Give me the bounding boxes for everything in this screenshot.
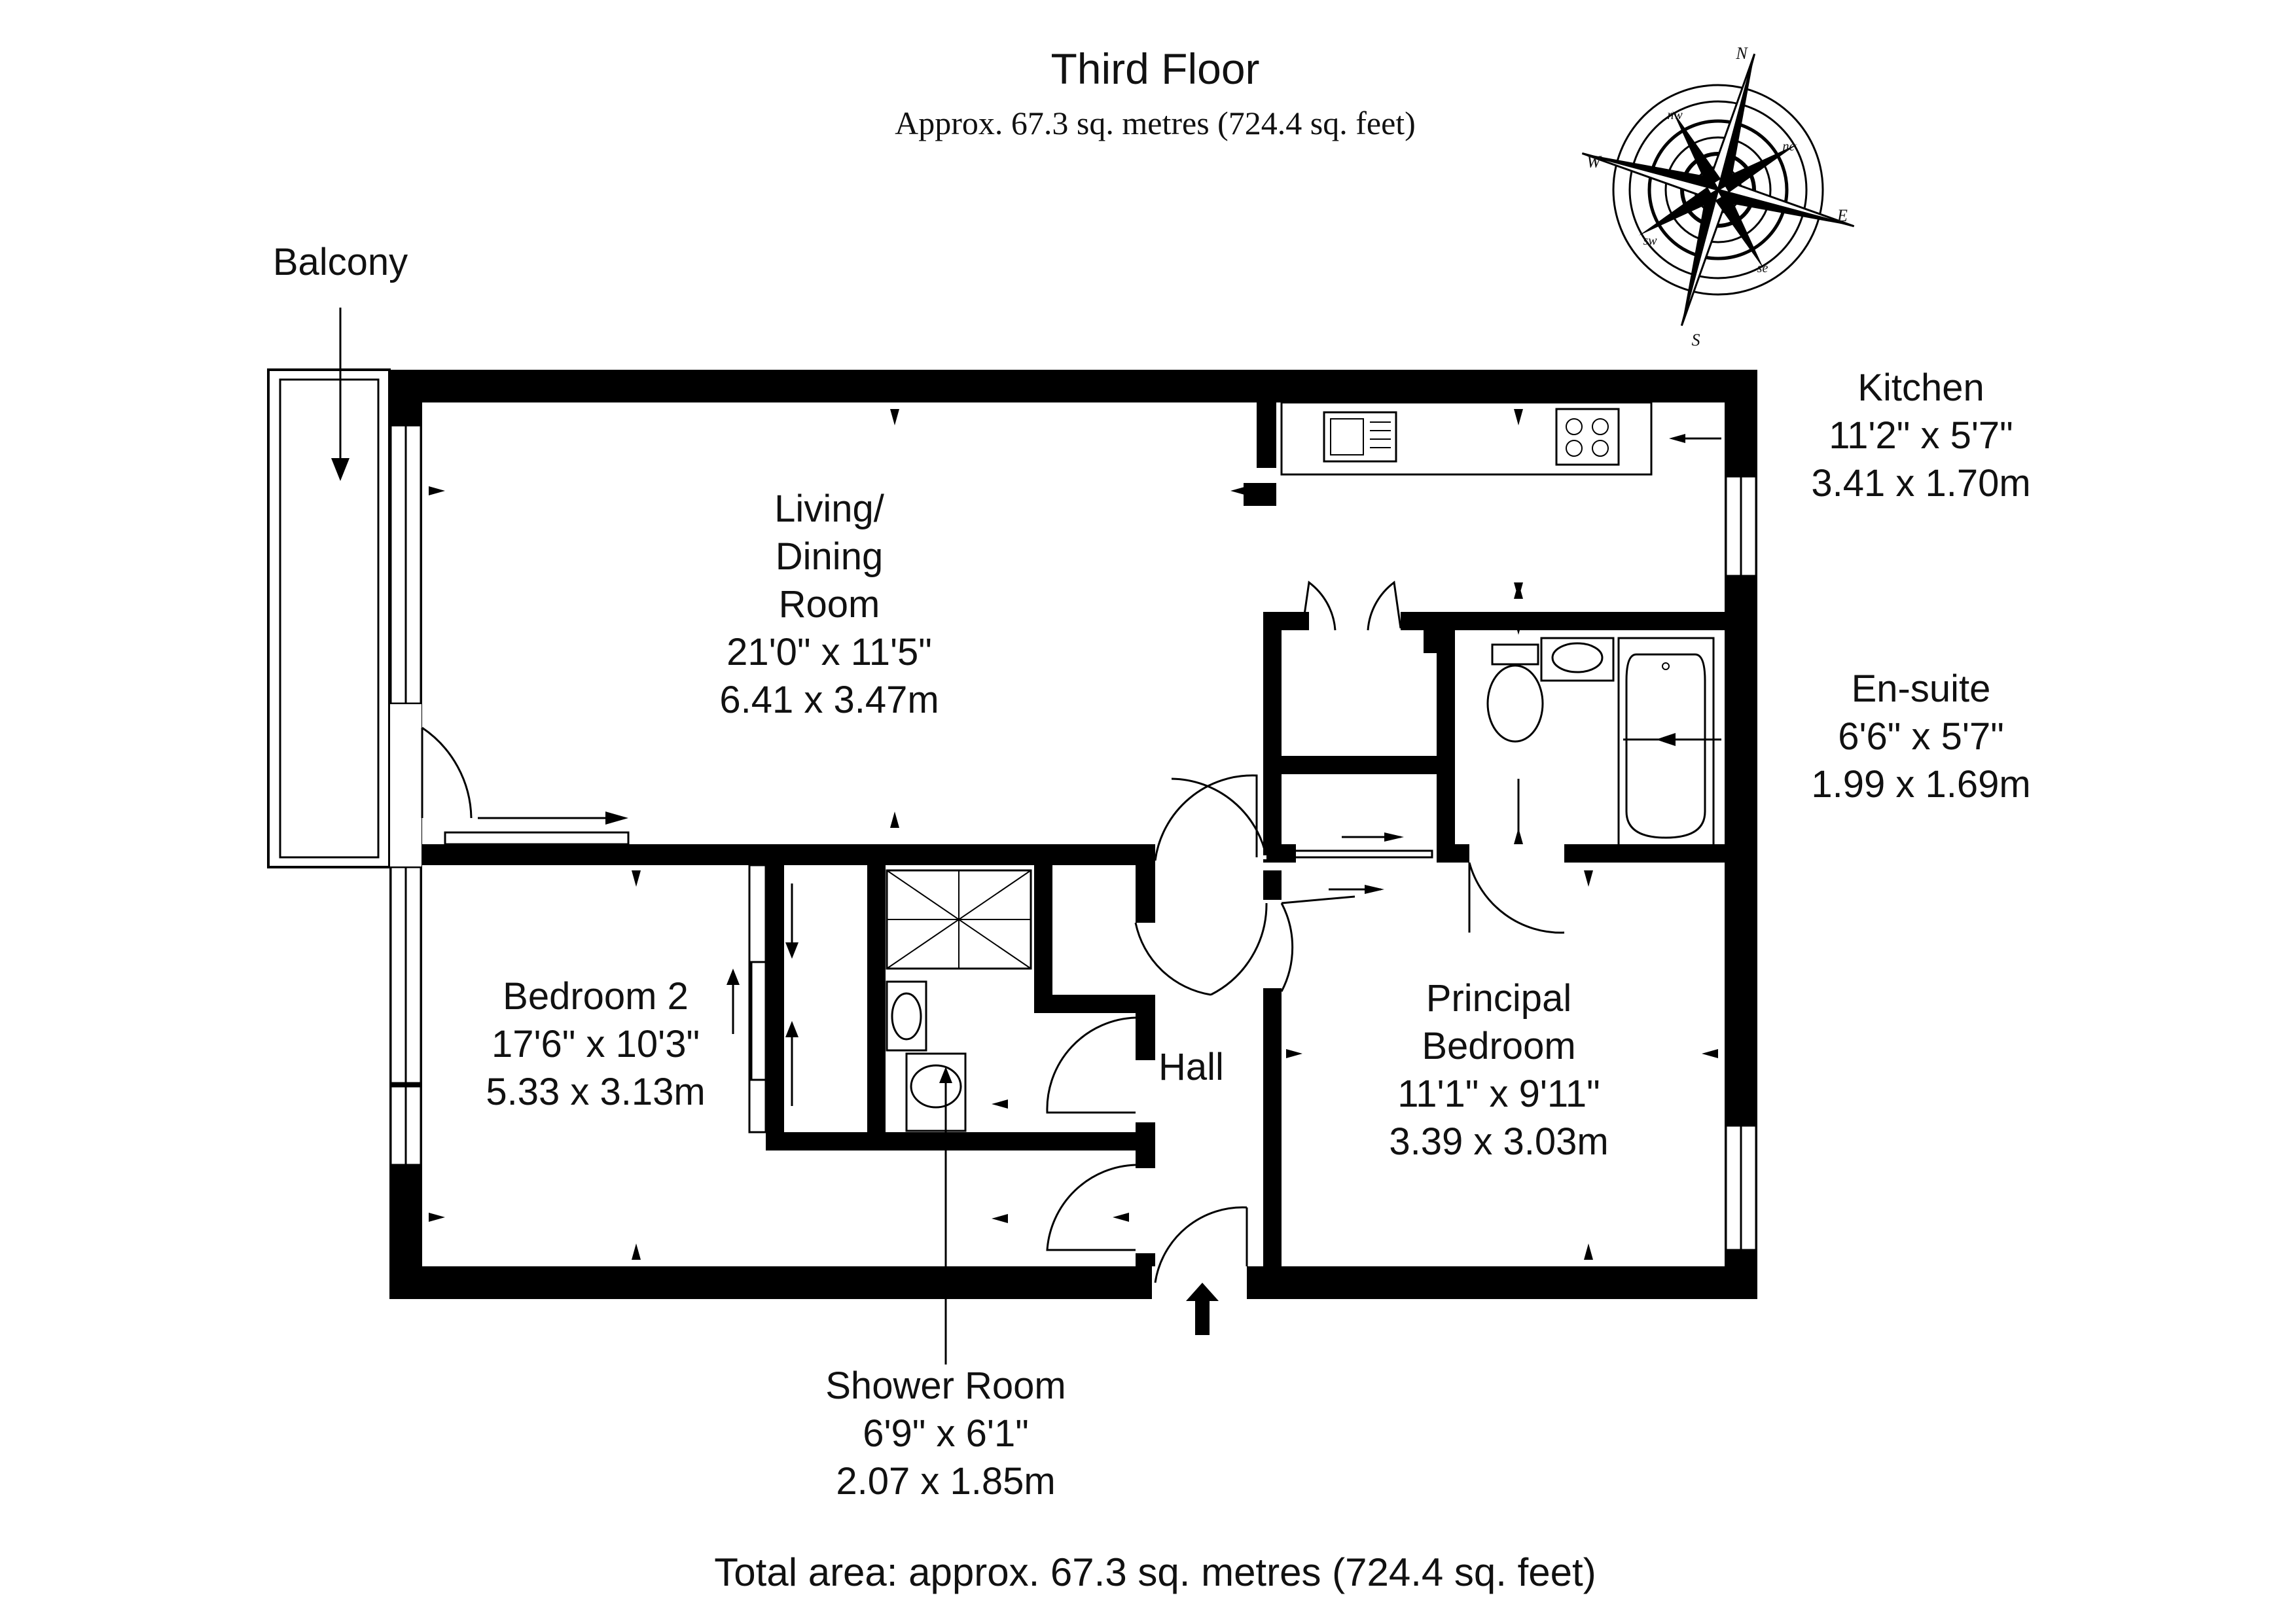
shower-room-name: Shower Room [825,1364,1066,1407]
hall-name: Hall [1158,1046,1224,1088]
living-room-name-line3: Room [779,583,880,626]
bedroom2-metric: 5.33 x 3.13m [486,1071,705,1113]
compass-ne-label: ne [1783,139,1795,154]
ensuite-fixtures [1486,637,1721,849]
balcony [267,308,391,868]
principal-bedroom-metric: 3.39 x 3.03m [1389,1120,1608,1163]
shower-room-imperial: 6'9" x 6'1" [863,1412,1029,1455]
compass-nw-label: nw [1667,108,1683,122]
internal-walls [422,402,1757,1266]
sliding-door [444,812,630,846]
compass-south-label: S [1692,330,1700,349]
plan-title: Third Floor [1050,45,1259,93]
total-area: Total area: approx. 67.3 sq. metres (724… [714,1550,1596,1594]
ensuite-imperial: 6'6" x 5'7" [1838,715,2004,758]
living-room-name-line2: Dining [776,535,883,578]
kitchen-name: Kitchen [1857,366,1984,409]
ensuite-metric: 1.99 x 1.69m [1811,763,2030,806]
bedroom2-imperial: 17'6" x 10'3" [492,1023,700,1065]
compass-icon: N E S W nw ne sw se [1581,44,1855,349]
kitchen-metric: 3.41 x 1.70m [1811,462,2030,505]
balcony-label: Balcony [273,241,408,283]
wardrobe [726,864,798,1133]
principal-bedroom-name-line2: Bedroom [1422,1025,1575,1067]
plan-subtitle: Approx. 67.3 sq. metres (724.4 sq. feet) [895,105,1416,141]
kitchen-worktop [1280,401,1653,476]
windows [389,424,1757,1251]
compass-se-label: se [1757,261,1768,276]
living-room-metric: 6.41 x 3.47m [719,679,939,721]
kitchen-imperial: 11'2" x 5'7" [1829,414,2013,457]
compass-west-label: W [1587,152,1602,171]
principal-bedroom-imperial: 11'1" x 9'11" [1397,1073,1600,1115]
ensuite-name: En-suite [1852,668,1991,710]
living-room-name-line1: Living/ [774,488,885,530]
shower-room-metric: 2.07 x 1.85m [836,1460,1055,1503]
compass-sw-label: sw [1643,234,1657,248]
bedroom2-name: Bedroom 2 [503,975,689,1018]
compass-east-label: E [1837,206,1848,225]
dimension-arrows [429,409,1721,1260]
doors [1046,580,1565,1283]
entrance-arrow-icon [1186,1283,1219,1335]
shower-room-fixtures [886,869,1032,1364]
living-room-imperial: 21'0" x 11'5" [726,631,932,673]
principal-bedroom-name-line1: Principal [1426,977,1571,1020]
compass-north-label: N [1735,44,1748,63]
